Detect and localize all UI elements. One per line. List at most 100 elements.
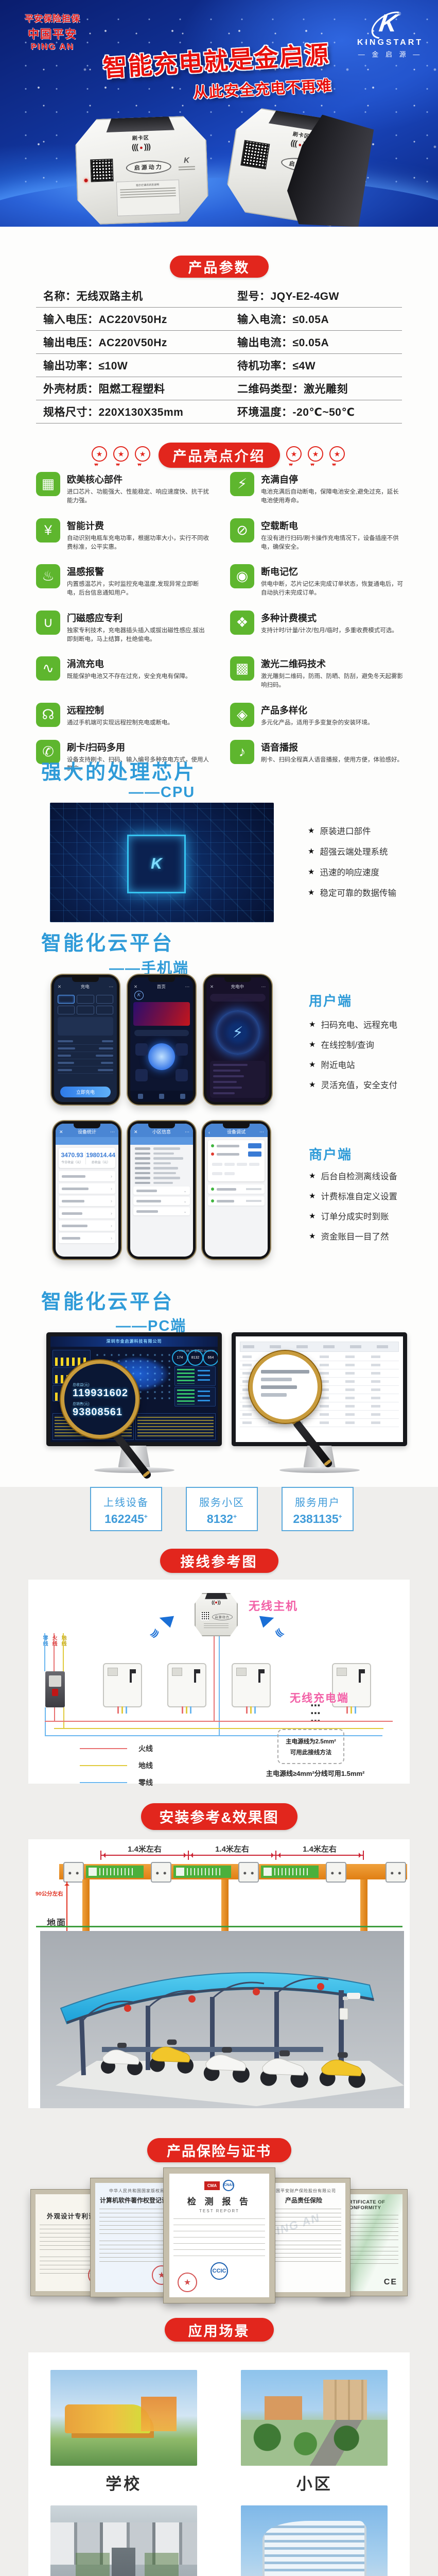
device-status-card [208, 1140, 265, 1181]
field-row [135, 1147, 188, 1150]
bus-ground [54, 1728, 383, 1729]
cpu-bullet: ★ 超强云端处理系统 [308, 845, 396, 857]
section-badge-params: 产品参数 [169, 256, 269, 278]
feature-tile [176, 1043, 188, 1056]
highlight-item: ∿ 涓流充电 既能保护电池又不存在过充，安全充电有保障。 [36, 656, 211, 690]
device-wifi-icon: ((( ● ))) [131, 142, 151, 152]
distance-label: 1.4米左右 [128, 1845, 162, 1854]
phone-screen: ✕首页⋯ K [130, 977, 193, 1102]
star-icon: ★ [308, 868, 315, 876]
user-bullet: ★ 扫码充电、远程充电 [309, 1018, 397, 1030]
scene-card: 工厂 [50, 2505, 197, 2576]
scene-card: 小区 [241, 2370, 388, 2494]
merchant-bullet: ★ 后台自检测离线设备 [309, 1170, 397, 1182]
rail-socket [151, 1862, 171, 1883]
user-bullet: ★ 在线控制/查询 [309, 1038, 397, 1050]
phone-header: ✕充电中⋯ [210, 984, 266, 989]
cpu-bullet: ★ 迅速的响应速度 [308, 866, 396, 878]
distance-label: 1.4米左右 [215, 1845, 249, 1854]
params-row: 名称：无线双路主机 型号：JQY-E2-4GW [36, 284, 402, 308]
platform-row: › [59, 1208, 115, 1218]
params-cell-right: 二维码类型：激光雕刻 [237, 383, 348, 395]
params-row: 输出功率：≤10W 待机功率：≤4W [36, 354, 402, 377]
ranking-panel [174, 1366, 216, 1386]
params-row: 规格尺寸：220X130X35mm 环境温度：-20℃~50℃ [36, 400, 402, 423]
field-row [135, 1172, 188, 1174]
scene-card: 学校 [50, 2370, 197, 2494]
highlight-description: 刷卡、扫码全程真人语音播报，使用方便，体验感好。 [261, 756, 403, 763]
highlight-description: 在没有进行扫码/刷卡操作充电情况下，设备插座不供电，确保安全。 [261, 535, 399, 550]
highlight-description: 电池充满后自动断电，保障电池安全,避免过充，延长电池使用寿命。 [261, 489, 399, 504]
antenna-horn-icon: ))) [149, 1612, 177, 1638]
promo-banner [133, 1002, 190, 1026]
highlight-title: 涓流充电 [67, 659, 104, 669]
charging-socket [167, 1663, 206, 1714]
phone-notch [148, 977, 175, 982]
collapse-row: ⌄ [133, 1187, 190, 1195]
bus-live [45, 1721, 393, 1722]
info-row [58, 1052, 113, 1059]
section-badge-highlights: 产品亮点介绍 [158, 443, 280, 468]
search-bar [134, 1030, 189, 1036]
product-device-front: 刷卡区 ((( ● ))) 启源动力 指示灯通讯状态说明 K [75, 115, 209, 226]
wire-stub [63, 1707, 64, 1728]
cpu-bullets: ★ 原装进口部件 ★ 超强云端处理系统 ★ 迅速的响应速度 ★ 稳定可靠的数据传… [308, 824, 396, 907]
status-row-online [211, 1143, 261, 1148]
sales-label: 总销售(元) [73, 1402, 90, 1406]
user-bullet-text: 灵活充值，安全支付 [321, 1081, 397, 1090]
highlight-feature-icon: ▩ [230, 656, 254, 681]
application-scenes-grid: 学校 小区 工厂 医院 商业街 城中村 [28, 2352, 410, 2576]
stat-value: 162245+ [104, 1512, 148, 1526]
highlight-description: 自动识别电瓶车充电功率，根据功率大小，实行不同收费标准，公平实惠。 [67, 535, 209, 550]
star-icon: ★ [308, 847, 315, 856]
highlight-feature-icon: ⊘ [230, 518, 254, 543]
status-row-offline [211, 1151, 261, 1157]
phone-screen: ‹设备调试⋯ [205, 1124, 268, 1257]
scan-charge-button [148, 1043, 175, 1070]
highlight-description: 多元化产品，适用于多变复杂的安装环境。 [261, 719, 374, 726]
tag-row [211, 1160, 261, 1178]
phone-notch [74, 1124, 100, 1128]
info-row [58, 1038, 113, 1045]
params-row: 输入电压：AC220V50Hz 输入电流：≤0.05A [36, 308, 402, 331]
highlight-text: 产品多样化 多元化产品，适用于多变复杂的安装环境。 [261, 703, 374, 727]
scene-image [50, 2505, 197, 2576]
stat-box: 上线设备 162245+ [90, 1487, 162, 1531]
scene-label: 小区 [296, 2475, 332, 2493]
params-row: 外壳材质：阻燃工程塑料 二维码类型：激光雕刻 [36, 377, 402, 400]
stat-label: 上线设备 [103, 1497, 149, 1509]
params-cell-right: 输出电流：≤0.05A [237, 337, 329, 349]
magnifier-table [249, 1351, 321, 1423]
params-cell-right: 环境温度：-20℃~50℃ [237, 406, 355, 418]
wireless-host-label: 无线主机 [249, 1600, 299, 1613]
platform-row: › [59, 1233, 115, 1243]
highlight-title: 空载断电 [261, 520, 298, 531]
cpu-chip: K [127, 835, 186, 893]
monitor-base [279, 1467, 360, 1473]
cpu-board-image: K [50, 803, 274, 922]
field-row [135, 1181, 188, 1184]
highlight-item: ☊ 远程控制 通过手机端可实现远程控制充电或断电。 [36, 702, 211, 727]
dashboard-circle-stat: 174 [172, 1350, 188, 1366]
rail-socket [238, 1862, 259, 1883]
legend-live: 火线 [80, 1743, 153, 1754]
star-icon: ★ [309, 1232, 316, 1241]
device-note-title: 指示灯通讯状态说明 [136, 183, 160, 188]
rail-socket [63, 1862, 84, 1883]
params-cell-left: 输出功率：≤10W [43, 360, 128, 372]
user-side-title: 用户端 [309, 993, 353, 1009]
params-cell-left: 规格尺寸：220X130X35mm [43, 406, 184, 418]
merchant-bullet: ★ 计费标准自定义设置 [309, 1190, 397, 1202]
info-row [58, 1059, 113, 1066]
bike-shed-render [40, 1931, 404, 2108]
phone-subheader [130, 1137, 193, 1145]
phone-screen: ✕充电中⋯ ⚡ [206, 977, 269, 1102]
certificate-test-report: CMA CNAS 检 测 报 告 TEST REPORT CCIC ★ [163, 2167, 275, 2303]
merchant-bullet-text: 后台自检测离线设备 [321, 1172, 397, 1181]
highlight-feature-icon: ⚡ [230, 472, 254, 496]
highlight-feature-icon: ◈ [230, 702, 254, 727]
field-row [135, 1167, 188, 1170]
